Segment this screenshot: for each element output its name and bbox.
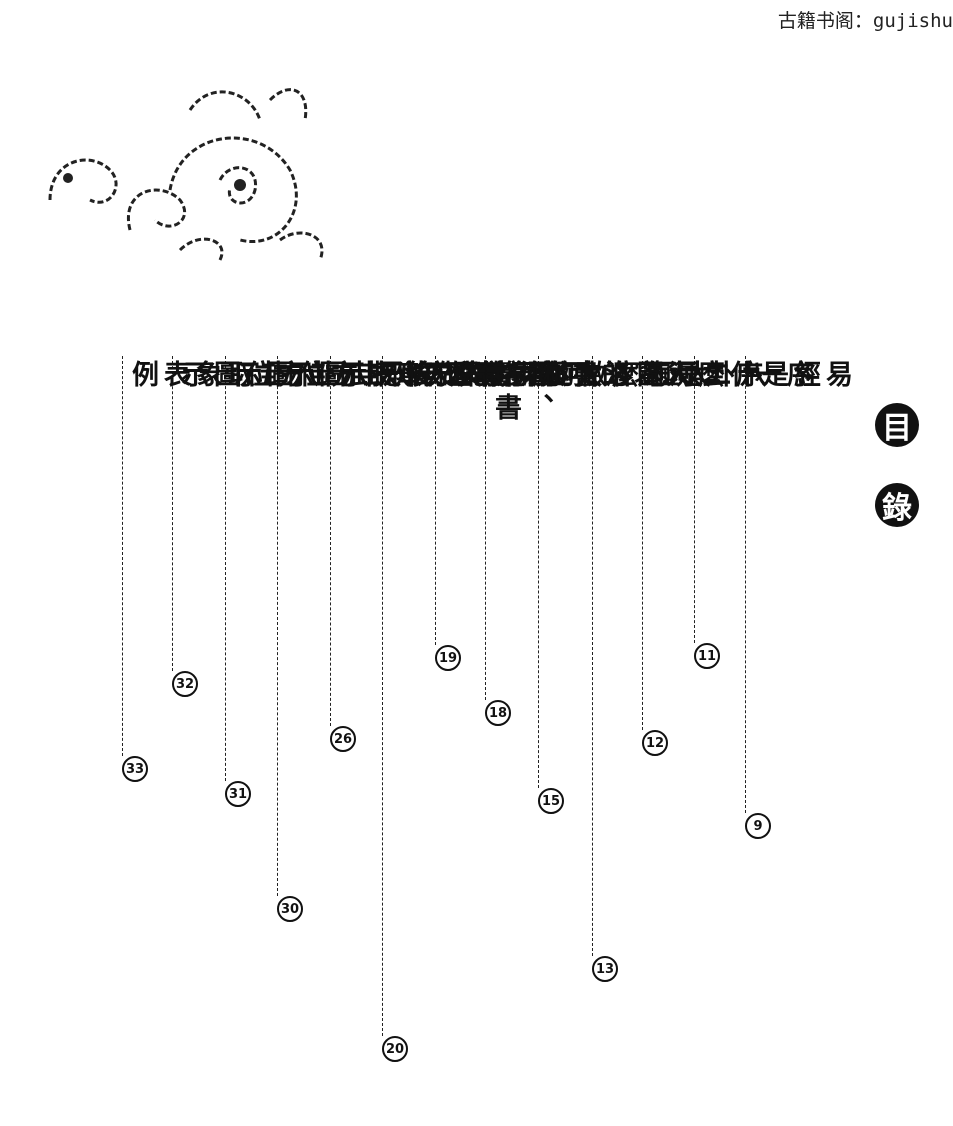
page-number-badge: 20 (382, 1036, 408, 1062)
leader-line (745, 356, 746, 813)
title-char-mu: 目 (875, 403, 919, 447)
toc-entry-title: 河圖、洛書 (490, 360, 585, 426)
leader-line (277, 356, 278, 896)
leader-line (485, 356, 486, 700)
page-number-badge: 13 (592, 956, 618, 982)
page-number-badge: 9 (745, 813, 771, 839)
toc-entry-title: 洛書與方陣 (387, 360, 546, 393)
toc-entry-title: 先天八卦方位圖示 (230, 360, 485, 393)
toc-entry-title: 太極兩儀四象八卦圖示 (282, 360, 601, 393)
leader-line (330, 356, 331, 726)
toc-entry-title: 易經是什麼人寫的 (597, 360, 852, 393)
page-number-badge: 33 (122, 756, 148, 782)
toc-entry-title: 序二 (699, 360, 762, 393)
page-number-badge: 30 (277, 896, 303, 922)
page-number-badge: 31 (225, 781, 251, 807)
leader-line (592, 356, 593, 956)
page-number-badge: 19 (435, 645, 461, 671)
toc-entry-title: 八卦取象表例 (127, 360, 318, 393)
leader-line (382, 356, 383, 1036)
toc-entry-title: 太極 (647, 360, 710, 393)
leader-line (538, 356, 539, 788)
page-number-badge: 11 (694, 643, 720, 669)
toc-entry-title: 後天八卦方位圖示 (177, 360, 432, 393)
page-number-badge: 32 (172, 671, 198, 697)
leader-line (694, 356, 695, 643)
toc-entry-title: 序一 (750, 360, 813, 393)
leader-line (435, 356, 436, 645)
leader-line (225, 356, 226, 781)
title-char-lu: 錄 (875, 483, 919, 527)
leader-line (172, 356, 173, 671)
page-number-badge: 15 (538, 788, 564, 814)
dragon-ornament-image (48, 88, 324, 261)
page-number-badge: 26 (330, 726, 356, 752)
watermark-text: 古籍书阁：gujishu (777, 10, 953, 32)
page-number-badge: 18 (485, 700, 511, 726)
leader-line (122, 356, 123, 756)
page-number-badge: 12 (642, 730, 668, 756)
toc-entry-title: 八卦是怎麼做的 (543, 360, 766, 393)
leader-line (642, 356, 643, 730)
toc-entry-title: 魔方陣做法提示 (335, 360, 558, 393)
toc-entry-title: 河圖洛書與象數理 (440, 360, 695, 393)
